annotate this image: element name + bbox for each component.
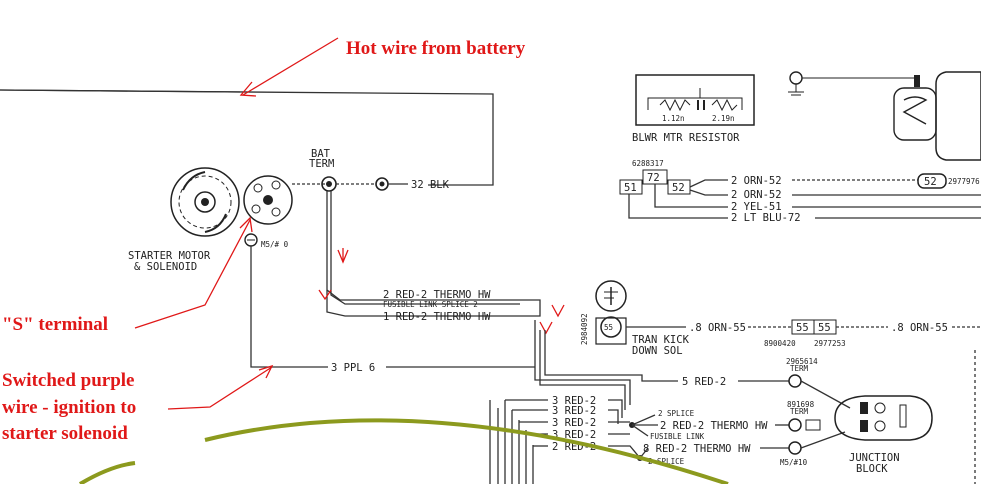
red2-bundle	[489, 320, 641, 484]
orn52-b-label: 2 ORN-52	[731, 189, 782, 201]
m5-10-terminal	[788, 431, 846, 455]
starter-label-line1: STARTER MOTOR	[128, 250, 211, 262]
yel51-label: 2 YEL-51	[731, 201, 782, 213]
switched-pointer	[167, 366, 273, 410]
thermo-top-label: 2 RED-2 THERMO HW	[383, 289, 491, 301]
fusible-splice-label: FUSIBLE LINK SPLICE 2	[383, 300, 478, 309]
thermo-j2-label: 8 RED-2 THERMO HW	[643, 443, 751, 455]
res-val-1-label: 1.12n	[662, 114, 685, 123]
tran-kick-label-line2: DOWN SOL	[632, 345, 683, 357]
fusible-link-wires	[326, 191, 541, 317]
red2-5-label: 5 RED-2	[682, 376, 726, 388]
conn-55b-label: 55	[818, 322, 831, 334]
current-arrows	[318, 248, 565, 335]
res-val-2-label: 2.19n	[712, 114, 735, 123]
splice-2b-label: 2 SPLICE	[648, 457, 685, 466]
battery-hot-wire	[0, 89, 494, 186]
tran-kick-label-line1: TRAN KICK	[632, 334, 690, 346]
bat-term-label-line1: BAT	[311, 148, 331, 160]
blower-connector	[619, 169, 728, 219]
fusible-link-label: FUSIBLE LINK	[650, 432, 705, 441]
olive-highlight-arc	[204, 418, 729, 484]
hot-wire-pointer	[242, 37, 339, 96]
part-8900420-label: 8900420	[764, 339, 796, 348]
term-891698-word: TERM	[790, 407, 809, 416]
tran-kick-down-solenoid	[595, 280, 627, 345]
switched-arrowhead	[258, 364, 274, 379]
bat-term-label-line2: TERM	[309, 158, 334, 170]
conn-52-right-box	[917, 173, 947, 189]
starter-label-line2: & SOLENOID	[134, 261, 197, 273]
part-2977976-label: 2977976	[948, 177, 980, 186]
s-terminal-pointer	[134, 219, 251, 329]
part-2984092-label: 2984092	[580, 313, 589, 345]
part-6288317-label: 6288317	[632, 159, 664, 168]
conn-51-label: 51	[624, 182, 637, 194]
splice-2-label: 2 SPLICE	[658, 409, 695, 418]
switched-annotation-line2: wire - ignition to	[2, 397, 136, 418]
blower-motor-resistor	[635, 74, 755, 126]
s-terminal-annotation: "S" terminal	[2, 314, 108, 335]
starter-motor-symbol	[170, 167, 293, 237]
term-2965614-label: 2965614	[786, 357, 818, 366]
term-891698-label: 891698	[787, 400, 815, 409]
junction-label-line1: JUNCTION	[849, 452, 900, 464]
m5-ground-terminal	[244, 233, 258, 247]
junction-label-line2: BLOCK	[856, 463, 888, 475]
red2-label-b: 3 RED-2	[552, 405, 596, 417]
blk-wire-label: 32 BLK	[411, 179, 450, 191]
ppl-wire-label: 3 PPL 6	[331, 362, 375, 374]
blower-motor-symbol	[788, 71, 981, 161]
s-terminal-arrowhead	[239, 216, 253, 233]
hot-wire-annotation: Hot wire from battery	[346, 38, 526, 59]
m5-10-label: M5/#10	[780, 458, 808, 467]
m5-ground-label: M5/# 0	[261, 240, 289, 249]
blower-resistor-label: BLWR MTR RESISTOR	[632, 132, 740, 144]
part-2977253-label: 2977253	[814, 339, 846, 348]
conn-52-right-label: 52	[924, 176, 937, 188]
sol-55-label: 55	[604, 323, 613, 332]
switched-annotation-line1: Switched purple	[2, 370, 135, 391]
red2-label-a: 3 RED-2	[552, 395, 596, 407]
thermo-bottom-label: 1 RED-2 THERMO HW	[383, 311, 491, 323]
hot-wire-arrowhead	[239, 81, 257, 97]
red2-label-c: 3 RED-2	[552, 417, 596, 429]
orn55-left-label: .8 ORN-55	[689, 322, 746, 334]
blk-connector	[375, 177, 389, 191]
switched-annotation-line3: starter solenoid	[2, 423, 128, 444]
olive-highlight-arc-lower	[78, 461, 136, 484]
terminal-891698	[788, 418, 821, 432]
conn-52-label: 52	[672, 182, 685, 194]
conn-55a-label: 55	[796, 322, 809, 334]
orn52-a-label: 2 ORN-52	[731, 175, 782, 187]
thermo-j1-label: 2 RED-2 THERMO HW	[660, 420, 768, 432]
junction-block	[834, 395, 933, 441]
ppl-wire	[250, 246, 328, 368]
orn55-right-label: .8 ORN-55	[891, 322, 948, 334]
term-2965614-word: TERM	[790, 364, 809, 373]
ltblu72-label: 2 LT BLU-72	[731, 212, 801, 224]
red2-5-wire	[544, 330, 678, 382]
conn-72-label: 72	[647, 172, 660, 184]
